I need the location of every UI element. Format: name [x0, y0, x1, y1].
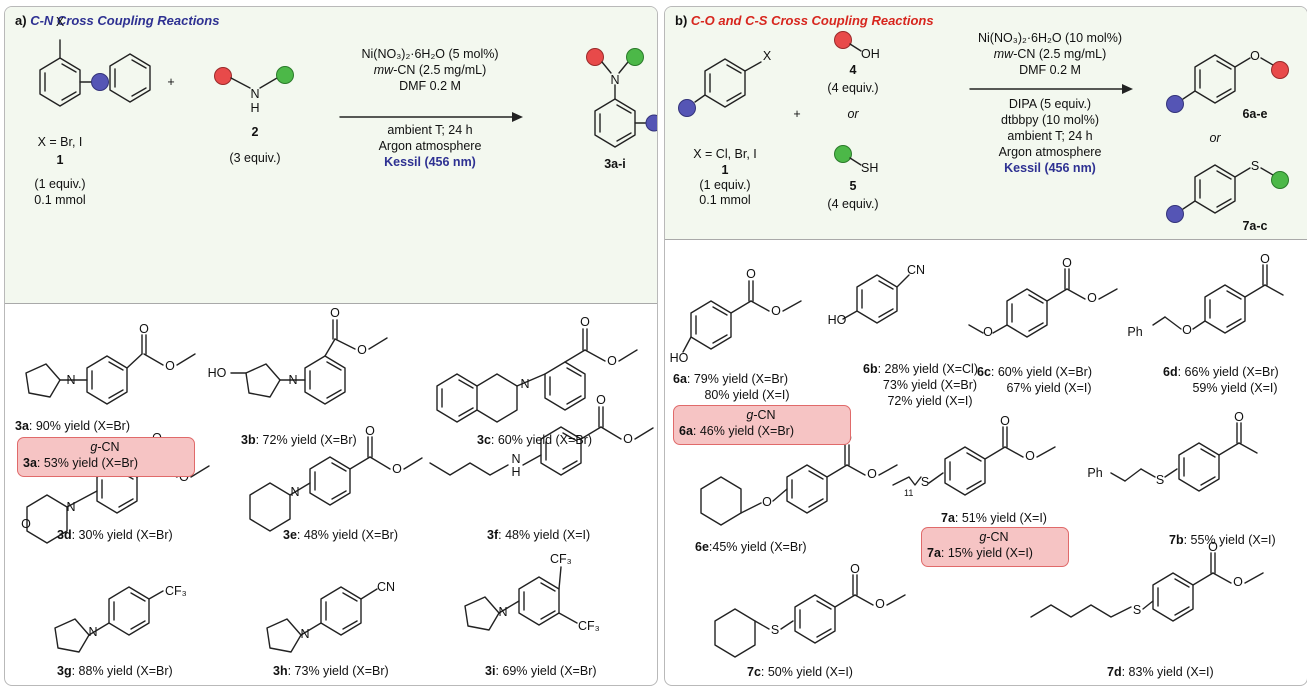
panel-title: a) C-N Cross Coupling Reactions	[15, 13, 220, 28]
product-7a	[892, 426, 1056, 496]
product-6b	[842, 274, 910, 324]
cn-products-svg	[25, 319, 654, 653]
panel-co-cs-coupling: b) C-O and C-S Cross Coupling Reactions	[664, 6, 1307, 686]
yield-3f: 3f: 48% yield (X=I)	[487, 528, 591, 542]
product-6e	[700, 444, 898, 526]
thiol-structure	[834, 145, 862, 166]
yield-7b: 7b: 55% yield (X=I)	[1169, 533, 1276, 547]
alcohol-structure	[834, 31, 862, 52]
aryl-halide-structure	[678, 58, 762, 117]
gcn-badge-7a	[921, 527, 1069, 567]
product-7c	[714, 574, 906, 658]
divider	[5, 303, 657, 304]
product-7b	[1110, 422, 1258, 492]
product-7d	[1030, 552, 1264, 622]
product-3a	[25, 334, 196, 405]
cn-structures-svg	[39, 39, 657, 148]
yield-6a: 6a: 79% yield (X=Br)	[673, 372, 788, 386]
co-cs-structures-svg	[678, 31, 1289, 658]
product-6d	[1152, 264, 1284, 334]
product-3h	[266, 586, 378, 653]
product-3b	[230, 319, 388, 405]
product-6c	[968, 268, 1118, 338]
yield-6c: 6c: 60% yield (X=Br)	[977, 365, 1092, 379]
product-3e	[249, 436, 423, 532]
product-6-structure	[1166, 54, 1289, 113]
yield-7c: 7c: 50% yield (X=I)	[747, 665, 853, 679]
reaction-scheme-header	[665, 7, 1307, 239]
yield-3a: 3a: 90% yield (X=Br)	[15, 419, 130, 433]
product-6a	[682, 280, 802, 353]
yield-7d: 7d: 83% yield (X=I)	[1107, 665, 1214, 679]
yield-6e: 6e:45% yield (X=Br)	[695, 540, 807, 554]
divider	[665, 239, 1307, 240]
yield-6d: 6d: 66% yield (X=Br)	[1163, 365, 1279, 379]
panel-cn-coupling: a) C-N Cross Coupling Reactions	[4, 6, 658, 686]
aryl-halide-structure	[39, 39, 109, 107]
gcn-badge-6a	[673, 405, 851, 445]
product-7-structure	[1166, 164, 1289, 223]
yield-3g: 3g: 88% yield (X=Br)	[57, 664, 173, 678]
yield-3e: 3e: 48% yield (X=Br)	[283, 528, 398, 542]
structure-3a	[109, 53, 151, 103]
product-3-structure	[586, 48, 657, 148]
amine-structure	[214, 66, 294, 89]
yield-3b: 3b: 72% yield (X=Br)	[241, 433, 357, 447]
yield-3d: 3d: 30% yield (X=Br)	[57, 528, 173, 542]
yield-3h: 3h: 73% yield (X=Br)	[273, 664, 389, 678]
yield-3i: 3i: 69% yield (X=Br)	[485, 664, 597, 678]
panel-title: b) C-O and C-S Cross Coupling Reactions	[675, 13, 934, 28]
yield-6b: 6b: 28% yield (X=Cl)	[863, 362, 978, 376]
product-3i	[464, 566, 578, 631]
product-3f	[429, 406, 654, 476]
reaction-scheme-header	[5, 7, 657, 303]
yield-3c: 3c: 60% yield (X=Br)	[477, 433, 592, 447]
gcn-badge-3a	[17, 437, 195, 477]
product-3c	[436, 328, 638, 423]
yield-7a: 7a: 51% yield (X=I)	[941, 511, 1047, 525]
product-3g	[54, 586, 164, 653]
